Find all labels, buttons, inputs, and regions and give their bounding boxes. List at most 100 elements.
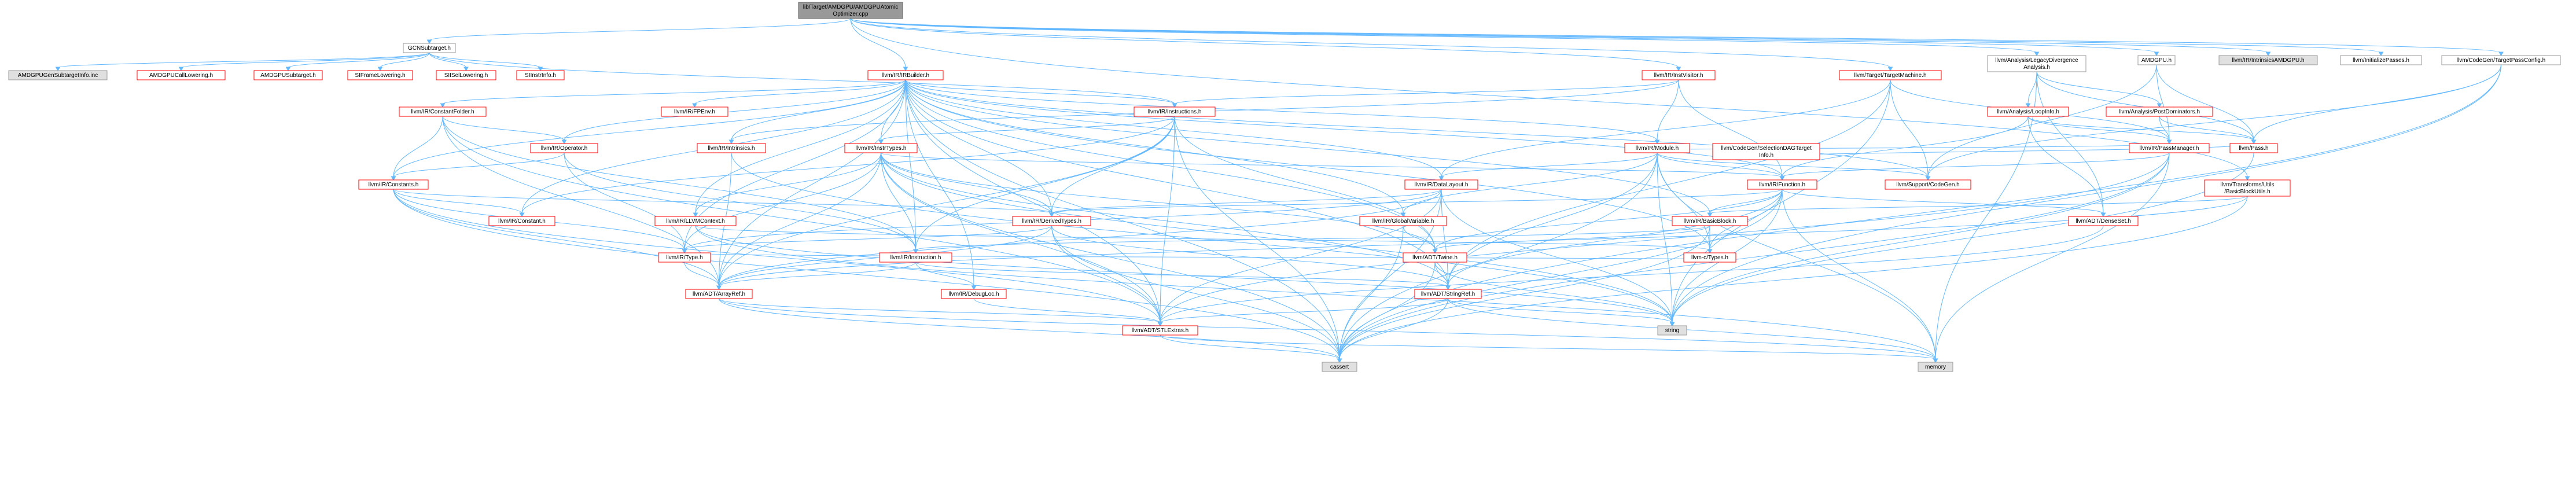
node-label: llvm/ADT/Twine.h <box>1412 255 1458 261</box>
edge-postdom-to-passmgr <box>2159 116 2172 144</box>
node-datalayout[interactable]: llvm/IR/DataLayout.h <box>1404 179 1478 190</box>
node-label: /BasicBlockUtils.h <box>2224 189 2270 195</box>
node-label: llvm/IR/Intrinsics.h <box>708 145 755 152</box>
edge-gcn-to-siisel <box>429 52 469 71</box>
node-passmgr[interactable]: llvm/IR/PassManager.h <box>2129 143 2210 153</box>
node-llvmctx[interactable]: llvm/IR/LLVMContext.h <box>654 216 737 226</box>
node-label: SIISelLowering.h <box>444 72 488 79</box>
node-instructions[interactable]: llvm/IR/Instructions.h <box>1134 106 1216 117</box>
node-siinstr[interactable]: SIInstrInfo.h <box>516 70 565 80</box>
edge-gcn-to-amdcall <box>178 52 430 71</box>
node-instvis[interactable]: llvm/IR/InstVisitor.h <box>1642 70 1716 80</box>
edge-root-to-tpc <box>850 18 2504 56</box>
node-pass[interactable]: llvm/Pass.h <box>2229 143 2278 153</box>
node-label: llvm/Analysis/PostDominators.h <box>2119 109 2200 115</box>
edge-function-to-memory <box>1782 189 1938 363</box>
node-amdsub[interactable]: AMDGPUSubtarget.h <box>253 70 323 80</box>
node-box <box>658 252 711 263</box>
node-debugloc[interactable]: llvm/IR/DebugLoc.h <box>941 289 1007 299</box>
edge-tm-to-supportcg <box>1890 79 1931 181</box>
node-twine[interactable]: llvm/ADT/Twine.h <box>1403 252 1467 263</box>
node-irbuilder[interactable]: llvm/IR/IRBuilder.h <box>867 70 944 80</box>
node-box <box>879 252 952 263</box>
edge-insttypes-to-twine <box>881 152 1438 253</box>
node-box <box>8 70 108 80</box>
edge-irbuilder-to-supportcg <box>905 79 1931 181</box>
node-stlextras[interactable]: llvm/ADT/STLExtras.h <box>1122 325 1198 336</box>
node-loopinfo[interactable]: llvm/Analysis/LoopInfo.h <box>1987 106 2069 117</box>
node-box <box>1122 325 1198 336</box>
node-box <box>844 143 918 153</box>
node-box <box>1134 106 1216 117</box>
edge-stlextras-to-cassert <box>1160 334 1342 363</box>
edge-instvis-to-instructions <box>1172 79 1679 108</box>
node-constants[interactable]: llvm/IR/Constants.h <box>358 179 429 190</box>
node-fpenv[interactable]: llvm/IR/FPEnv.h <box>661 106 728 117</box>
node-box <box>358 179 429 190</box>
edge-root-to-tm <box>850 18 1893 71</box>
edge-insttypes-to-type <box>682 152 881 253</box>
edge-function-to-basicblock <box>1707 189 1783 217</box>
node-bbutils[interactable]: llvm/Transforms/Utils/BasicBlockUtils.h <box>2204 179 2291 197</box>
node-initpass[interactable]: llvm/InitializePasses.h <box>2340 55 2422 65</box>
node-memory: memory <box>1918 362 1953 372</box>
edge-basicblock-to-twine <box>1432 225 1710 253</box>
edge-instructions-to-cassert <box>1174 116 1342 363</box>
node-intrinsics[interactable]: llvm/IR/Intrinsics.h <box>697 143 766 153</box>
edge-root-to-amdgpuh <box>850 18 2159 56</box>
node-derived[interactable]: llvm/IR/DerivedTypes.h <box>1012 216 1091 226</box>
edge-irbuilder-to-ctypes <box>905 79 1713 253</box>
node-cfolder[interactable]: llvm/IR/ConstantFolder.h <box>399 106 487 117</box>
node-cassert: cassert <box>1322 362 1357 372</box>
node-instruction[interactable]: llvm/IR/Instruction.h <box>879 252 952 263</box>
node-basicblock[interactable]: llvm/IR/BasicBlock.h <box>1672 216 1748 226</box>
node-label: llvm/Analysis/LoopInfo.h <box>1997 109 2059 115</box>
edge-loopinfo-to-pass <box>2027 116 2257 144</box>
node-gcn[interactable]: GCNSubtarget.h <box>403 43 456 53</box>
node-tm[interactable]: llvm/Target/TargetMachine.h <box>1839 70 1942 80</box>
node-insttypes[interactable]: llvm/IR/InstrTypes.h <box>844 143 918 153</box>
node-box <box>488 216 555 226</box>
edge-type-to-arrayref <box>684 262 722 290</box>
node-constant[interactable]: llvm/IR/Constant.h <box>488 216 555 226</box>
node-ctypes[interactable]: llvm-c/Types.h <box>1683 252 1736 263</box>
node-box <box>1839 70 1942 80</box>
node-string: string <box>1657 325 1687 336</box>
edge-arrayref-to-memory <box>719 298 1938 363</box>
edge-constants-to-arrayref <box>393 189 722 290</box>
node-label: llvm-c/Types.h <box>1691 255 1728 261</box>
node-function[interactable]: llvm/IR/Function.h <box>1747 179 1817 190</box>
edge-irbuilder-to-cfolder <box>440 79 906 108</box>
node-postdom[interactable]: llvm/Analysis/PostDominators.h <box>2106 106 2213 117</box>
node-amdcall[interactable]: AMDGPUCallLowering.h <box>137 70 226 80</box>
edge-root-to-irbuilder <box>850 18 908 71</box>
node-supportcg[interactable]: llvm/Support/CodeGen.h <box>1885 179 1971 190</box>
node-operator[interactable]: llvm/IR/Operator.h <box>530 143 598 153</box>
edge-stringref-to-cassert <box>1337 298 1448 363</box>
node-box <box>661 106 728 117</box>
node-module[interactable]: llvm/IR/Module.h <box>1624 143 1690 153</box>
node-box <box>2218 55 2318 65</box>
node-label: llvm/IR/Constants.h <box>369 182 419 188</box>
node-globalvar[interactable]: llvm/IR/GlobalVariable.h <box>1359 216 1447 226</box>
node-label: llvm/IR/Function.h <box>1759 182 1805 188</box>
node-label: llvm/Pass.h <box>2239 145 2268 152</box>
node-siframe[interactable]: SIFrameLowering.h <box>347 70 413 80</box>
node-box <box>1414 289 1482 299</box>
node-amdgpuh[interactable]: AMDGPU.h <box>2137 55 2176 65</box>
node-type[interactable]: llvm/IR/Type.h <box>658 252 711 263</box>
node-tpc[interactable]: llvm/CodeGen/TargetPassConfig.h <box>2441 55 2561 65</box>
node-label: llvm/IR/ConstantFolder.h <box>411 109 474 115</box>
node-label: llvm/IR/DebugLoc.h <box>948 291 999 297</box>
node-label: AMDGPUCallLowering.h <box>149 72 213 79</box>
node-label: string <box>1665 328 1679 334</box>
node-stringref[interactable]: llvm/ADT/StringRef.h <box>1414 289 1482 299</box>
edge-amdgpuh-to-pass <box>2156 64 2257 144</box>
node-denseset[interactable]: llvm/ADT/DenseSet.h <box>2068 216 2139 226</box>
node-arrayref[interactable]: llvm/ADT/ArrayRef.h <box>685 289 753 299</box>
node-siisel[interactable]: SIISelLowering.h <box>436 70 496 80</box>
node-box <box>347 70 413 80</box>
